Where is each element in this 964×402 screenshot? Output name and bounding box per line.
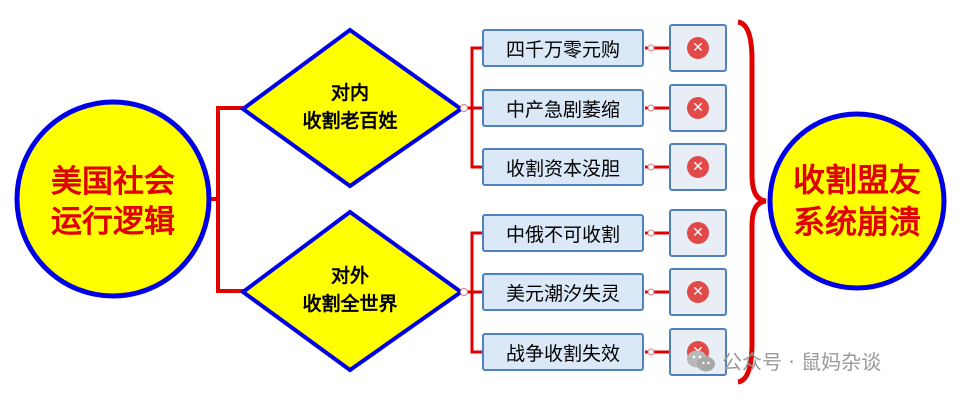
dash-dot-5 [647,288,655,296]
right-circle-line2: 系统崩溃 [792,202,921,241]
left-circle-label: 美国社会 运行逻辑 [20,162,206,243]
x-box-3: ✕ [669,143,727,191]
dash-dot-2 [647,104,655,112]
connector-item-6 [470,292,482,354]
right-circle-line1: 收割盟友 [792,161,921,199]
watermark: 公众号 · 鼠妈杂谈 [686,346,881,375]
bottom-diamond-line2: 收割全世界 [302,292,398,315]
bottom-diamond [239,209,465,373]
left-circle-line1: 美国社会 [51,164,175,200]
x-box-2: ✕ [669,84,727,132]
x-box-5: ✕ [669,268,727,316]
bottom-diamond-label: 对外 收割全世界 [270,263,430,318]
connector-bottom-branch [216,199,245,293]
x-box-1: ✕ [669,24,727,72]
junction-dot-top [460,104,468,112]
top-diamond-label: 对内 收割老百姓 [270,80,430,135]
right-circle [767,111,947,291]
top-diamond-line2: 收割老百姓 [302,109,398,132]
item-box-4: 中俄不可收割 [482,214,644,252]
item-box-5: 美元潮汐失灵 [482,273,644,311]
connector-top-branch [210,106,245,201]
dash-dot-6 [647,348,655,356]
close-icon: ✕ [687,281,709,303]
junction-dot-bottom [460,288,468,296]
bottom-diamond-line1: 对外 [330,265,369,287]
dash-dot-3 [647,163,655,171]
item-box-3: 收割资本没胆 [482,148,644,186]
connector-item-4 [465,231,482,294]
top-diamond-line1: 对内 [330,82,369,104]
connector-item-3 [470,108,482,169]
watermark-text: 公众号 · 鼠妈杂谈 [722,350,882,374]
close-icon: ✕ [687,156,709,178]
left-circle [14,99,212,299]
dash-dot-4 [647,229,655,237]
dash-dots [647,44,655,356]
top-diamond [239,27,465,189]
right-circle-label: 收割盟友 系统崩溃 [772,160,942,243]
connectors-left [210,106,245,293]
item-box-1: 四千万零元购 [482,29,644,67]
item-box-6: 战争收割失效 [482,333,644,371]
x-box-4: ✕ [669,209,727,257]
close-icon: ✕ [687,97,709,119]
curly-brace [737,19,767,385]
item-box-2: 中产急剧萎缩 [482,89,644,127]
connectors-items [465,46,482,354]
close-icon: ✕ [687,37,709,59]
connectors-x [645,46,670,354]
close-icon: ✕ [687,222,709,244]
connector-item-1 [465,46,482,110]
dash-dot-1 [647,44,655,52]
left-circle-line2: 运行逻辑 [51,204,175,241]
wechat-icon [687,350,715,371]
